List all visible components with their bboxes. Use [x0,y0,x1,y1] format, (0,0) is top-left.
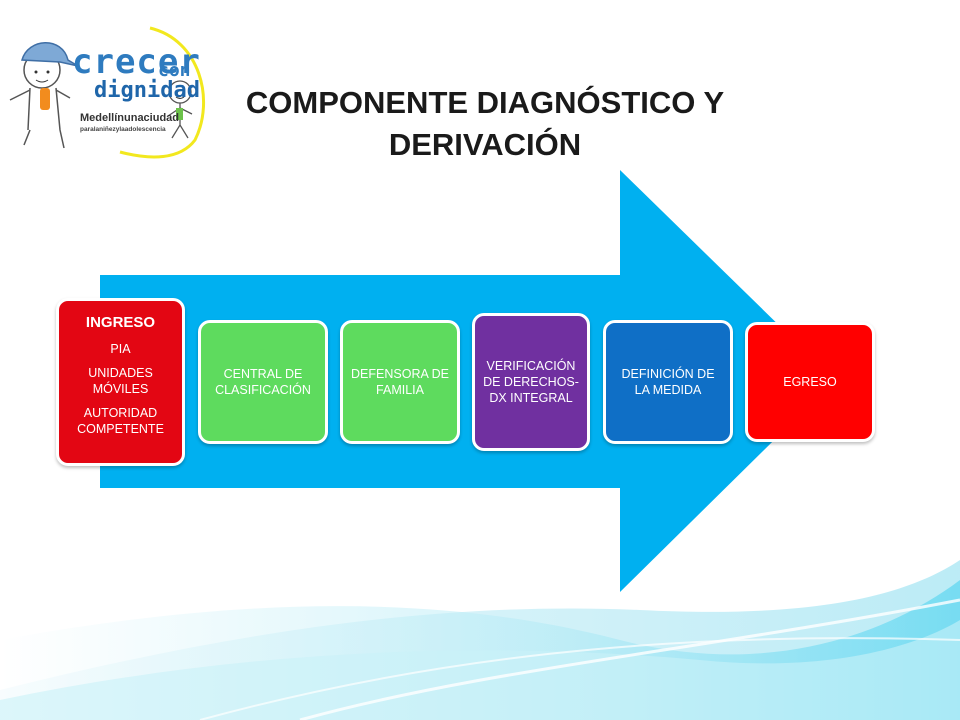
step-defensora-label: DEFENSORA DE FAMILIA [351,367,449,397]
step-ingreso: INGRESO PIA UNIDADES MÓVILES AUTORIDAD C… [56,298,185,466]
step-verificacion-line-1: VERIFICACIÓN DE DERECHOS- [483,359,579,389]
step-ingreso-unidades: UNIDADES MÓVILES [88,366,153,396]
step-ingreso-pia: PIA [110,342,131,356]
step-central-clasificacion: CENTRAL DE CLASIFICACIÓN [198,320,328,444]
logo-word-con: con [158,60,191,81]
logo-word-crecer: crecer [72,42,201,82]
logo-word-dignidad: dignidad [94,78,200,103]
page-title: COMPONENTE DIAGNÓSTICO Y DERIVACIÓN [230,82,740,166]
process-arrow-shape [100,170,835,592]
step-egreso-label: EGRESO [783,375,837,389]
step-definicion-medida: DEFINICIÓN DE LA MEDIDA [603,320,733,444]
logo-tagline-youth: paralaniñezylaadolescencia [80,126,166,133]
step-verificacion-derechos: VERIFICACIÓN DE DERECHOS- DX INTEGRAL [472,313,590,451]
title-line-1: COMPONENTE DIAGNÓSTICO Y [245,85,725,120]
step-definicion-label: DEFINICIÓN DE LA MEDIDA [621,367,715,397]
step-egreso: EGRESO [745,322,875,442]
step-verificacion-line-2: DX INTEGRAL [489,391,573,405]
step-central-label: CENTRAL DE CLASIFICACIÓN [215,367,311,397]
logo-tagline-city: Medellínunaciudad [80,112,180,124]
logo: crecer con dignidad Medellínunaciudad pa… [0,20,215,170]
title-line-2: DERIVACIÓN [388,127,582,162]
step-defensora-familia: DEFENSORA DE FAMILIA [340,320,460,444]
step-ingreso-autoridad: AUTORIDAD COMPETENTE [77,406,164,436]
step-ingreso-heading: INGRESO [85,314,156,331]
logo-figures-icon [9,26,206,159]
